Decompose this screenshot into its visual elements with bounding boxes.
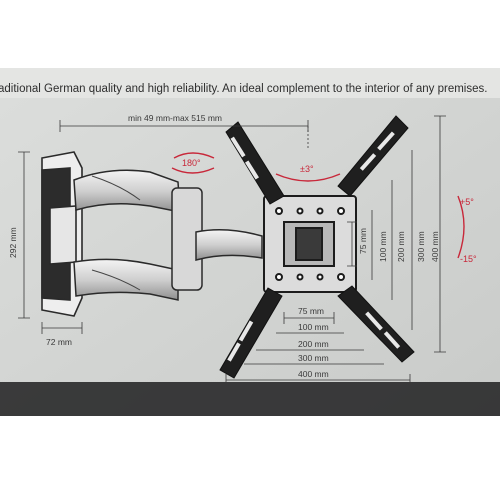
rotation-label: 180° [182, 158, 201, 168]
vesa-h200-label: 200 mm [298, 339, 329, 349]
vesa-h100-label: 100 mm [298, 322, 329, 332]
vesa-bracket [263, 195, 357, 293]
swivel-label: ±3° [300, 164, 314, 174]
vesa-v100-label: 100 mm [378, 231, 388, 262]
arm-slots [227, 131, 401, 362]
dimension-lines [18, 115, 446, 386]
tilt-up-label: +5° [460, 197, 474, 207]
vesa-h75-label: 75 mm [298, 306, 324, 316]
vesa-v400-label: 400 mm [430, 231, 440, 262]
header-text: aditional German quality and high reliab… [0, 83, 487, 95]
vesa-v75-label: 75 mm [358, 228, 368, 254]
header-band [0, 68, 500, 98]
depth-label: 72 mm [46, 337, 72, 347]
bottom-dark-band [0, 382, 500, 416]
rotation-arrows [171, 152, 465, 259]
tilt-down-label: -15° [460, 254, 477, 264]
vesa-v200-label: 200 mm [396, 231, 406, 262]
extension-label: min 49 mm-max 515 mm [128, 113, 222, 123]
articulating-arm [73, 169, 263, 301]
vesa-h400-label: 400 mm [298, 369, 329, 379]
height-label: 292 mm [8, 227, 18, 258]
vesa-h300-label: 300 mm [298, 353, 329, 363]
wall-plate [41, 151, 83, 317]
vesa-v300-label: 300 mm [416, 231, 426, 262]
